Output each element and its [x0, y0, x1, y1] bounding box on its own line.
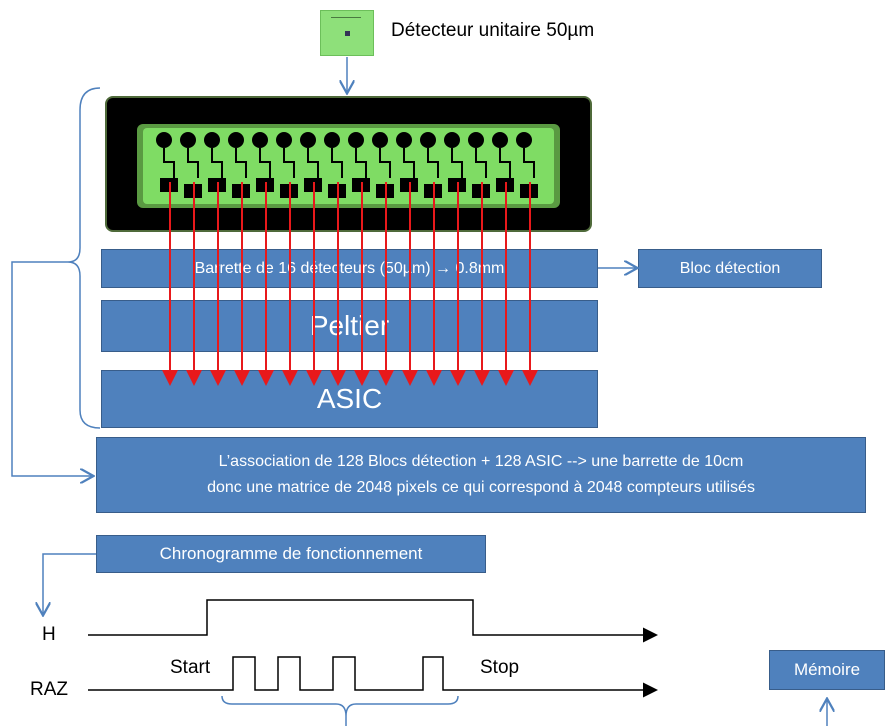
detector-pad	[156, 132, 172, 148]
detector-trace	[259, 148, 271, 178]
detector-pad	[396, 132, 412, 148]
detector-trace	[235, 148, 247, 178]
detector-pad	[348, 132, 364, 148]
detector-trace	[307, 148, 319, 178]
detector-pad	[180, 132, 196, 148]
detector-trace	[283, 148, 295, 178]
signal-h-label: H	[42, 624, 56, 645]
raz-signal-trace	[88, 656, 658, 698]
asic-box: ASIC	[101, 370, 598, 428]
stop-label: Stop	[480, 657, 520, 678]
chronogram-title-box: Chronogramme de fonctionnement	[96, 535, 486, 573]
detector-trace	[523, 148, 535, 178]
detector-trace	[403, 148, 415, 178]
detector-trace	[379, 148, 391, 178]
bloc-detection-box: Bloc détection	[638, 249, 822, 288]
detector-trace	[355, 148, 367, 178]
start-label: Start	[170, 657, 211, 678]
detector-trace	[427, 148, 439, 178]
memory-box: Mémoire	[769, 650, 885, 690]
detector-trace	[451, 148, 463, 178]
detector-unit-label: Détecteur unitaire 50µm	[391, 20, 595, 41]
detector-trace	[187, 148, 199, 178]
detector-pad	[252, 132, 268, 148]
bracket-to-association-arrow	[11, 261, 92, 476]
detector-pad	[276, 132, 292, 148]
detector-pads	[156, 132, 538, 198]
detector-trace	[163, 148, 175, 178]
detector-trace	[331, 148, 343, 178]
signal-raz-label: RAZ	[30, 679, 68, 700]
detector-trace	[475, 148, 487, 178]
strip-box: Barrette de 16 détecteurs (50µm) → 0.8mm	[101, 249, 598, 288]
detector-pad	[492, 132, 508, 148]
pulses-bracket	[221, 695, 459, 717]
assembly-bracket	[67, 87, 101, 429]
association-box: L’association de 128 Blocs détection + 1…	[96, 437, 866, 513]
association-line-1: L’association de 128 Blocs détection + 1…	[218, 453, 744, 470]
peltier-box: Peltier	[101, 300, 598, 352]
association-line-2: donc une matrice de 2048 pixels ce qui c…	[207, 479, 755, 496]
detector-pad	[324, 132, 340, 148]
detector-pad	[300, 132, 316, 148]
detector-trace	[211, 148, 223, 178]
detector-pad	[204, 132, 220, 148]
detector-pad	[228, 132, 244, 148]
chronogram-to-h-arrow	[43, 553, 96, 614]
detector-trace	[499, 148, 511, 178]
detector-pad	[468, 132, 484, 148]
detector-pad	[372, 132, 388, 148]
signal-arrows	[162, 182, 538, 386]
detector-pad	[444, 132, 460, 148]
h-signal-trace	[88, 599, 658, 643]
detector-pad	[516, 132, 532, 148]
detector-unit-icon	[320, 10, 374, 56]
detector-pad	[420, 132, 436, 148]
